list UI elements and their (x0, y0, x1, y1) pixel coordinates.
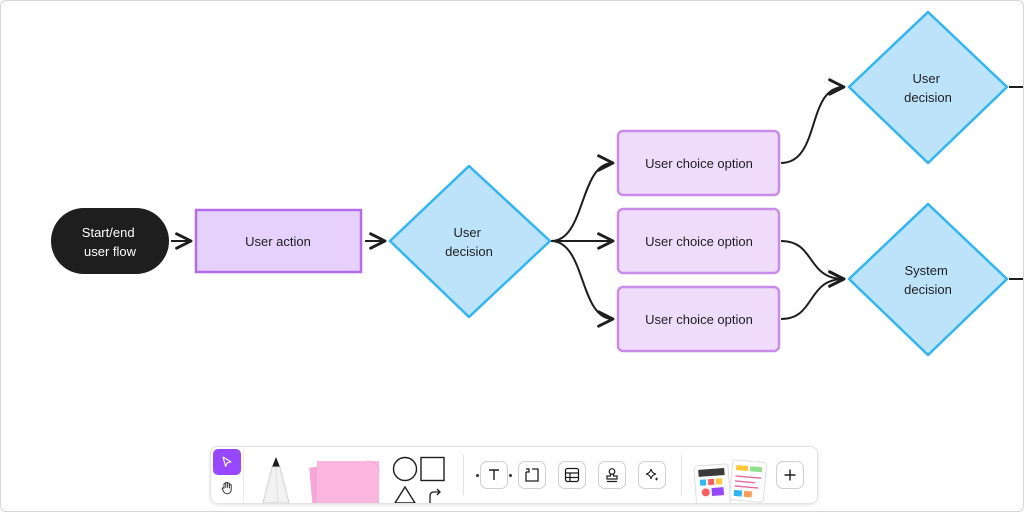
node-user-decision-2-label: User decision (904, 71, 952, 105)
move-tool-button[interactable] (213, 449, 241, 475)
node-choice-option-3-label: User choice option (645, 312, 753, 327)
node-choice-option-2[interactable]: User choice option (616, 207, 781, 275)
node-user-action[interactable]: User action (194, 208, 363, 274)
connectors (171, 78, 1023, 328)
text-tool-dot-right (509, 474, 512, 477)
stamp-icon (606, 468, 618, 483)
shapes-tool[interactable] (391, 456, 447, 503)
pointer-icon (222, 456, 232, 468)
table-icon (564, 467, 580, 483)
add-more-button[interactable] (776, 461, 804, 489)
mode-switcher (211, 447, 244, 503)
hand-tool-button[interactable] (213, 475, 241, 501)
node-choice-option-1[interactable]: User choice option (616, 129, 781, 197)
node-user-decision-1-label: User decision (445, 225, 493, 259)
text-tool-dot-left (476, 474, 479, 477)
node-start-end[interactable]: Start/end user flow (51, 208, 169, 274)
connector-decision-to-choice3 (550, 240, 615, 328)
connector-choice3-to-system (780, 270, 846, 320)
node-user-decision-2[interactable]: User decision (847, 10, 1009, 165)
connector-decision-to-choice1 (550, 154, 615, 242)
templates-tool[interactable] (693, 457, 767, 503)
table-tool[interactable] (558, 461, 586, 489)
text-tool[interactable] (480, 461, 508, 489)
ai-sparkle-tool[interactable] (638, 461, 666, 489)
toolbar-divider (463, 455, 464, 495)
section-icon (525, 468, 539, 482)
toolbar-divider (681, 455, 682, 495)
sticky-note-tool[interactable] (309, 455, 381, 503)
node-choice-option-2-label: User choice option (645, 234, 753, 249)
node-user-action-label: User action (245, 234, 311, 249)
bottom-toolbar (210, 446, 818, 504)
connector-choice2-to-system (780, 240, 846, 288)
node-system-decision[interactable]: System decision (847, 202, 1009, 357)
node-user-decision-1[interactable]: User decision (388, 164, 552, 319)
sparkle-icon (645, 468, 659, 481)
hand-icon (221, 481, 232, 495)
connector-choice1-to-decision2 (780, 78, 846, 164)
marker-tool[interactable] (259, 457, 293, 503)
text-icon (489, 469, 499, 480)
section-tool[interactable] (518, 461, 546, 489)
node-choice-option-1-label: User choice option (645, 156, 753, 171)
stamp-tool[interactable] (598, 461, 626, 489)
plus-icon (784, 469, 796, 481)
node-start-end-label: Start/end user flow (82, 225, 138, 259)
node-choice-option-3[interactable]: User choice option (616, 285, 781, 353)
node-system-decision-label: System decision (904, 263, 952, 297)
